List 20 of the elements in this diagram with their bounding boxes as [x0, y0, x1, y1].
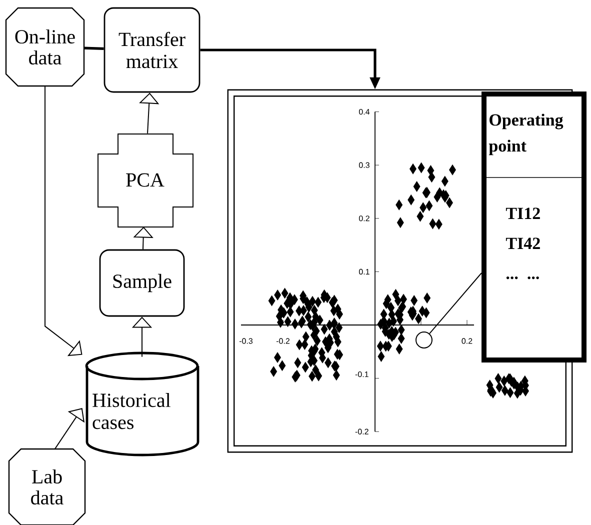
tick-label: 0.2 — [462, 338, 472, 344]
data-point-marker — [416, 332, 432, 348]
tick-label: -0.1 — [355, 371, 368, 378]
connector-line — [84, 46, 104, 50]
process-box: Transfer matrix — [104, 7, 200, 93]
info-box: Operating point TI12 TI42 ... ... — [482, 92, 586, 362]
data-octagon: Lab data — [8, 448, 86, 525]
process-box: Sample — [99, 249, 185, 317]
tick-label: 0.2 — [359, 216, 370, 222]
data-octagon: On-line data — [5, 7, 85, 87]
leader-line — [429, 272, 482, 334]
tick-label: -0.2 — [355, 428, 368, 434]
tick-label: -0.3 — [239, 338, 253, 344]
database-cylinder: Historical cases — [85, 352, 200, 456]
node-label: Historical cases — [92, 393, 170, 430]
arrow — [44, 86, 82, 356]
tick-label: 0.1 — [359, 268, 370, 275]
tick-label: 0.3 — [359, 162, 370, 168]
tick-label: -0.2 — [276, 338, 290, 344]
tick-label: 0.4 — [359, 108, 370, 115]
